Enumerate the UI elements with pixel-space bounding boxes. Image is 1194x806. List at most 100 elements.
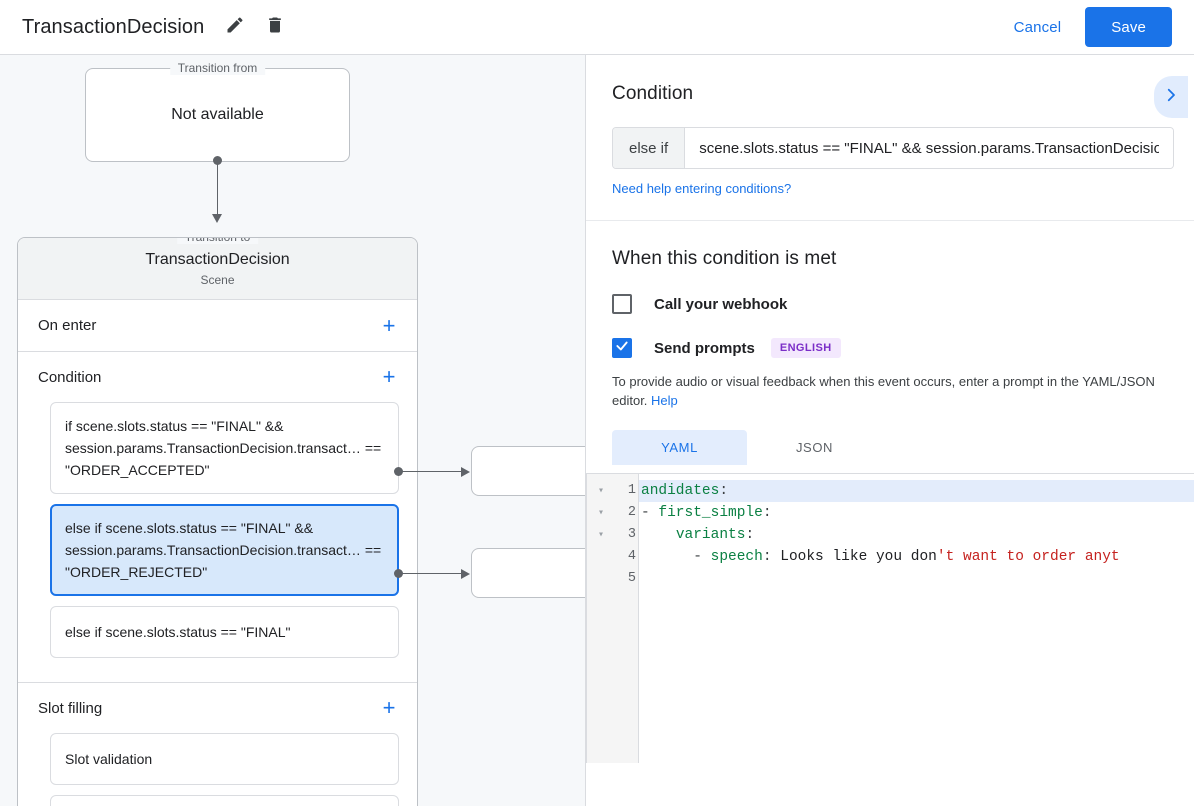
- section-on-enter: On enter +: [18, 300, 417, 352]
- section-on-enter-header: On enter +: [18, 300, 417, 351]
- fold-arrow-line-2[interactable]: ▾: [597, 508, 605, 519]
- connector-dot-accepted: [394, 467, 403, 476]
- condition-item-rejected[interactable]: else if scene.slots.status == "FINAL" &&…: [50, 504, 399, 596]
- condition-section-title: Condition: [612, 83, 694, 104]
- language-badge: ENGLISH: [770, 338, 841, 358]
- line-number: 1: [627, 483, 636, 498]
- condition-item-final[interactable]: else if scene.slots.status == "FINAL": [50, 606, 399, 658]
- code-token: first_simple: [658, 505, 763, 521]
- add-condition-button[interactable]: +: [382, 364, 396, 389]
- condition-expression-input[interactable]: [685, 128, 1173, 168]
- prompts-helper-sentence: To provide audio or visual feedback when…: [612, 374, 1155, 408]
- line-number: 4: [627, 549, 636, 564]
- tab-json[interactable]: JSON: [795, 440, 834, 455]
- top-header-bar: TransactionDecision Cancel Save: [0, 0, 1194, 55]
- connector-line-accepted: [399, 471, 466, 472]
- condition-prefix-label: else if: [613, 128, 686, 168]
- transition-to-header: TransactionDecision Scene: [18, 238, 417, 300]
- connector-dot-from: [213, 156, 222, 165]
- section-slot-filling-label: Slot filling: [38, 699, 103, 717]
- pencil-icon: [225, 15, 245, 40]
- code-token: andidates: [641, 483, 720, 499]
- slot-validation-item[interactable]: Slot validation: [50, 733, 399, 785]
- condition-help-link[interactable]: Need help entering conditions?: [612, 181, 792, 196]
- section-condition: Condition + if scene.slots.status == "FI…: [18, 352, 417, 683]
- connector-arrow-down: [212, 214, 222, 223]
- add-slot-filling-button[interactable]: +: [382, 695, 396, 720]
- call-webhook-checkbox[interactable]: [612, 294, 632, 314]
- save-button[interactable]: Save: [1085, 7, 1172, 47]
- code-token: -: [641, 549, 711, 565]
- code-token: :: [762, 549, 781, 565]
- target-node-accepted[interactable]: [471, 446, 585, 496]
- editor-line-number-gutter: 1 2 3 4 5: [615, 474, 639, 763]
- connector-arrow-rejected: [461, 569, 470, 579]
- code-line[interactable]: - first_simple:: [639, 502, 1194, 524]
- send-prompts-checkbox[interactable]: [612, 338, 632, 358]
- code-line[interactable]: [639, 568, 1194, 590]
- code-token: Looks like you don: [780, 549, 937, 565]
- condition-input-row[interactable]: else if: [612, 127, 1174, 169]
- condition-section: Condition else if Need help entering con…: [586, 55, 1194, 220]
- transition-to-name: TransactionDecision: [145, 250, 290, 268]
- code-token: -: [641, 505, 659, 521]
- send-prompts-row[interactable]: Send prompts ENGLISH: [612, 338, 1168, 358]
- fold-arrow-line-1[interactable]: ▾: [597, 486, 605, 497]
- checkmark-icon: [615, 339, 629, 358]
- fold-arrow-line-3[interactable]: ▾: [597, 530, 605, 541]
- line-number: 3: [627, 527, 636, 542]
- code-token: :: [719, 483, 729, 499]
- editor-fold-gutter[interactable]: ▾ ▾ ▾: [587, 474, 615, 763]
- code-token: variants: [675, 527, 746, 543]
- code-token: :: [745, 527, 755, 543]
- line-number: 5: [627, 571, 636, 586]
- code-token: :: [762, 505, 772, 521]
- target-node-rejected[interactable]: [471, 548, 585, 598]
- code-line[interactable]: andidates:: [639, 480, 1194, 502]
- add-on-enter-button[interactable]: +: [382, 312, 396, 338]
- webhook-row[interactable]: Call your webhook: [612, 294, 1168, 314]
- editor-code-area[interactable]: andidates:- first_simple: variants: - sp…: [639, 474, 1194, 763]
- code-token: speech: [710, 549, 763, 565]
- section-divider: [586, 220, 1194, 221]
- connector-vline-from-to: [217, 161, 218, 216]
- expand-panel-button[interactable]: [1154, 76, 1188, 118]
- slot-filling-partial-item[interactable]: [50, 795, 399, 806]
- panel-divider: [585, 55, 586, 806]
- tab-yaml[interactable]: YAML: [612, 430, 747, 465]
- send-prompts-label: Send prompts: [654, 339, 755, 357]
- page-title: TransactionDecision: [22, 15, 205, 38]
- transition-to-node[interactable]: Transition to TransactionDecision Scene …: [17, 237, 418, 806]
- editor-format-tabs[interactable]: YAML JSON: [612, 430, 882, 465]
- prompts-help-link[interactable]: Help: [651, 393, 678, 408]
- trash-icon: [265, 15, 285, 40]
- code-line[interactable]: variants:: [639, 524, 1194, 546]
- when-met-title: When this condition is met: [612, 248, 837, 269]
- section-condition-label: Condition: [38, 368, 102, 386]
- chevron-right-icon: [1162, 86, 1180, 109]
- condition-item-accepted[interactable]: if scene.slots.status == "FINAL" && sess…: [50, 402, 399, 494]
- condition-detail-panel: Condition else if Need help entering con…: [586, 55, 1194, 806]
- connector-line-rejected: [399, 573, 466, 574]
- connector-dot-rejected: [394, 569, 403, 578]
- scene-flow-canvas[interactable]: Transition from Not available Transition…: [0, 55, 585, 806]
- transition-from-node[interactable]: Transition from Not available: [85, 61, 350, 162]
- section-slot-filling-header: Slot filling +: [18, 683, 417, 733]
- edit-name-button[interactable]: [220, 12, 250, 42]
- prompts-helper-text: To provide audio or visual feedback when…: [612, 372, 1168, 410]
- code-line[interactable]: - speech: Looks like you don't want to o…: [639, 546, 1194, 568]
- yaml-code-editor[interactable]: ▾ ▾ ▾ 1 2 3 4 5 andidates:- first_simple…: [586, 473, 1194, 763]
- transition-from-title: Not available: [171, 106, 264, 123]
- transition-from-legend: Transition from: [169, 61, 266, 75]
- call-webhook-label: Call your webhook: [654, 295, 788, 313]
- transition-to-legend: Transition to: [176, 238, 259, 244]
- code-token: 't want to order anyt: [936, 549, 1120, 565]
- transition-to-subtitle: Scene: [200, 272, 235, 287]
- connector-arrow-accepted: [461, 467, 470, 477]
- cancel-button[interactable]: Cancel: [1000, 11, 1076, 44]
- section-on-enter-label: On enter: [38, 317, 97, 334]
- section-condition-header: Condition +: [18, 352, 417, 402]
- delete-button[interactable]: [260, 12, 290, 42]
- line-number: 2: [627, 505, 636, 520]
- when-condition-met-section: When this condition is met Call your web…: [586, 221, 1194, 465]
